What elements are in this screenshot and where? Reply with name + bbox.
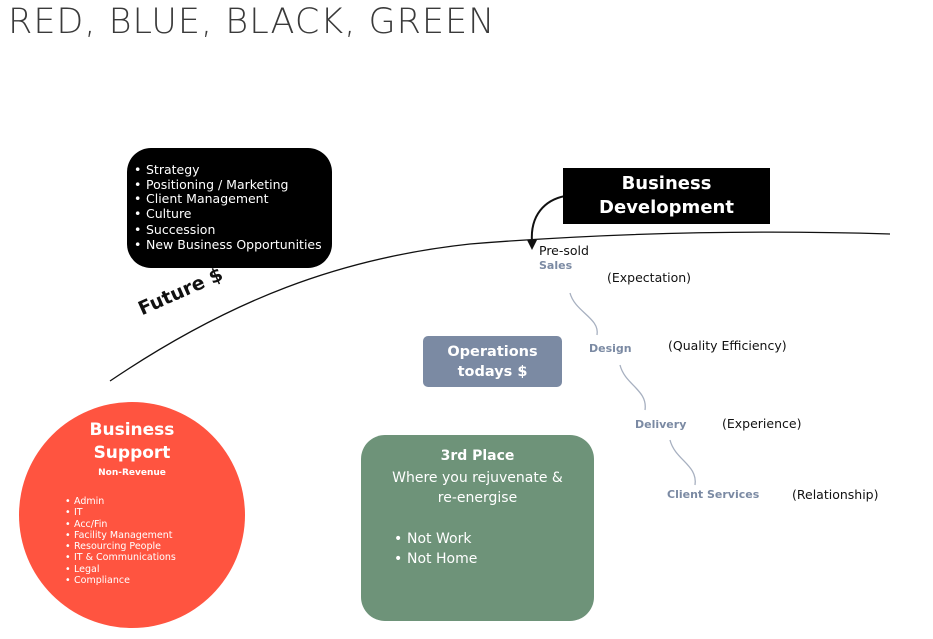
- pre-sold-label: Pre-sold: [539, 243, 589, 258]
- business-support-item: Compliance: [65, 575, 176, 587]
- strategy-list: Strategy Positioning / Marketing Client …: [127, 148, 332, 253]
- business-support-item: IT & Communications: [65, 552, 176, 564]
- third-place-item: Not Home: [394, 549, 477, 569]
- note-relationship: (Relationship): [792, 487, 879, 502]
- third-place-description: Where you rejuvenate & re-energise: [361, 468, 594, 508]
- growth-curve: [109, 231, 891, 382]
- business-support-title-line2: Support: [93, 443, 171, 463]
- bizdev-arrow: [530, 195, 566, 243]
- design-to-delivery-connector: [619, 364, 646, 411]
- business-support-circle: Business Support Non-Revenue Admin IT Ac…: [19, 402, 245, 628]
- strategy-item: Succession: [134, 223, 332, 238]
- note-expectation: (Expectation): [607, 270, 692, 285]
- strategy-item: New Business Opportunities: [134, 237, 332, 253]
- page-title: RED, BLUE, BLACK, GREEN: [8, 2, 496, 42]
- third-place-desc-line2: re-energise: [437, 490, 518, 506]
- step-client-services: Client Services: [667, 488, 760, 501]
- sales-to-design-connector: [569, 292, 598, 336]
- third-place-desc-line1: Where you rejuvenate &: [392, 470, 563, 486]
- delivery-to-services-connector: [669, 439, 696, 486]
- business-support-title: Business Support: [19, 419, 245, 465]
- step-design: Design: [589, 342, 632, 355]
- business-support-item: Acc/Fin: [65, 519, 176, 531]
- third-place-item: Not Work: [394, 529, 477, 549]
- operations-box: Operations todays $: [423, 336, 562, 387]
- operations-line2: todays $: [457, 363, 528, 380]
- business-support-item: Resourcing People: [65, 541, 176, 553]
- business-development-line1: Business: [621, 173, 712, 194]
- business-support-item: IT: [65, 507, 176, 519]
- note-experience: (Experience): [722, 416, 802, 431]
- step-sales: Sales: [539, 259, 573, 272]
- strategy-item: Client Management: [134, 192, 332, 207]
- third-place-title: 3rd Place: [440, 448, 515, 464]
- note-quality-efficiency: (Quality Efficiency): [668, 338, 787, 353]
- strategy-item: Strategy: [134, 162, 332, 178]
- operations-line1: Operations: [447, 343, 538, 360]
- strategy-item: Culture: [134, 206, 332, 222]
- business-development-line2: Development: [599, 197, 734, 218]
- strategy-box: Strategy Positioning / Marketing Client …: [127, 148, 332, 268]
- business-development-box: Business Development: [563, 168, 770, 224]
- business-support-list: Admin IT Acc/Fin Facility Management Res…: [65, 496, 176, 587]
- business-support-title-line1: Business: [89, 420, 175, 440]
- third-place-list: Not Work Not Home: [394, 529, 477, 569]
- step-delivery: Delivery: [635, 418, 687, 431]
- business-support-item: Facility Management: [65, 530, 176, 542]
- business-support-item: Admin: [65, 496, 176, 508]
- business-support-subtitle: Non-Revenue: [98, 468, 166, 478]
- bizdev-arrowhead: [527, 240, 537, 250]
- third-place-box: 3rd Place Where you rejuvenate & re-ener…: [361, 435, 594, 621]
- strategy-item: Positioning / Marketing: [134, 177, 332, 193]
- business-support-item: Legal: [65, 564, 176, 576]
